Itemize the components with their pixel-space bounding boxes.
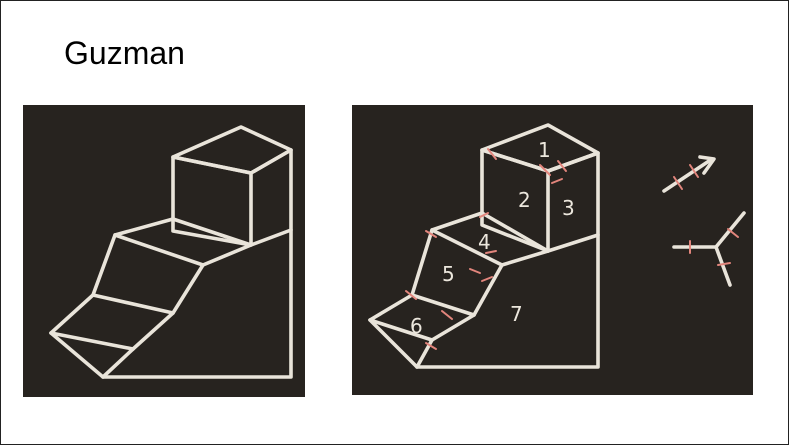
lower-step-top	[51, 295, 173, 349]
chalkboard-photo-annotated: 1 2 3 4 5 6 7	[352, 105, 753, 395]
slide-title: Guzman	[64, 35, 185, 72]
region-label-3: 3	[562, 196, 575, 220]
cube-top-face	[173, 127, 291, 173]
region-label-2: 2	[518, 188, 531, 212]
region-label-7: 7	[510, 302, 523, 326]
steps-line-drawing	[23, 105, 305, 397]
region-label-4: 4	[478, 230, 491, 254]
big-side-face	[417, 235, 598, 367]
annotated-line-drawing: 1 2 3 4 5 6 7	[352, 105, 753, 395]
cube-side-face	[251, 150, 291, 245]
cube-front-face	[482, 150, 548, 251]
region-label-5: 5	[442, 262, 455, 286]
region-label-6: 6	[410, 314, 423, 338]
region-label-1: 1	[538, 138, 551, 162]
chalkboard-photo-steps	[23, 105, 305, 397]
fork-junction-sketch	[674, 213, 744, 285]
arrow-junction-sketch	[664, 157, 714, 191]
